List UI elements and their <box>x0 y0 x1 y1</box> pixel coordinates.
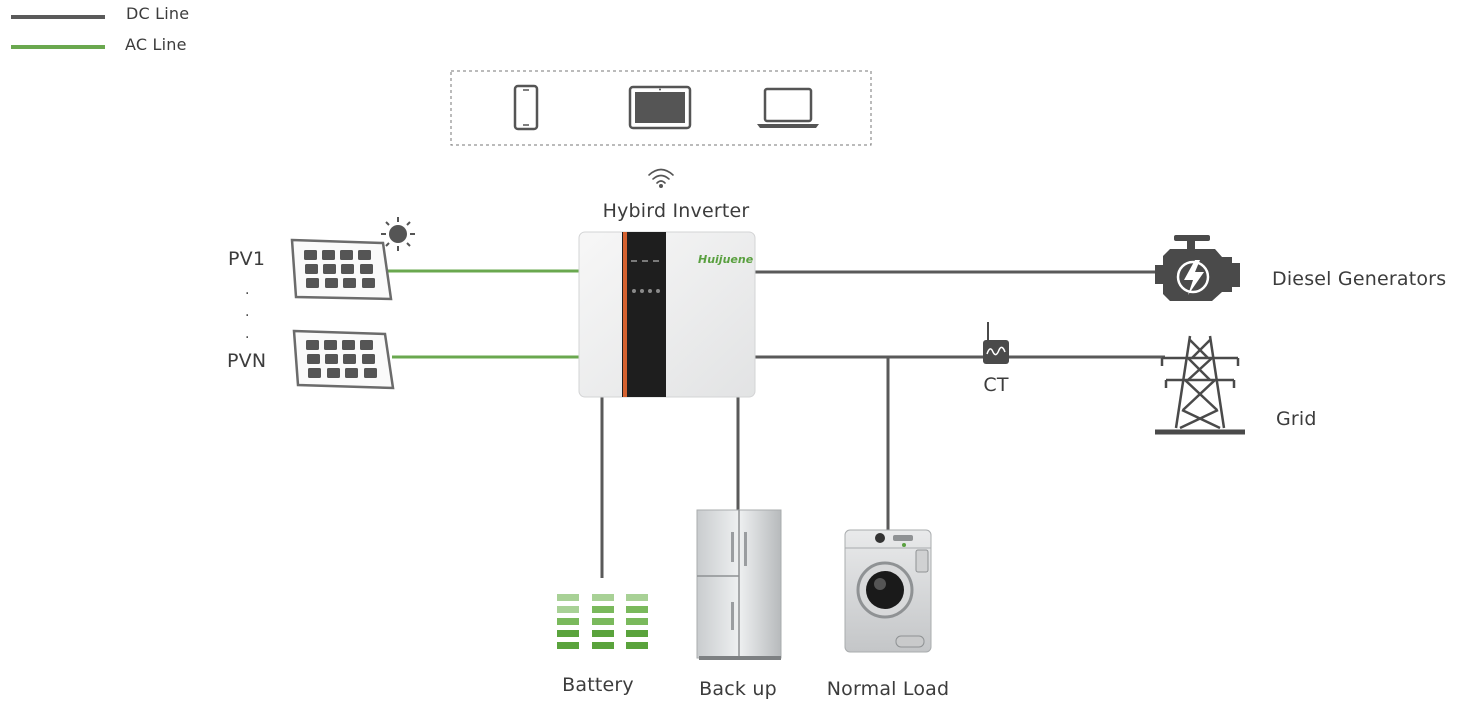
tablet-icon <box>628 85 692 130</box>
pvn-label: PVN <box>227 350 267 372</box>
washing-machine-icon <box>844 529 932 653</box>
pv1-solar-panel-icon <box>290 238 393 301</box>
normal-load-label: Normal Load <box>826 678 950 700</box>
pv1-label: PV1 <box>228 248 266 270</box>
laptop-icon <box>757 87 819 128</box>
wifi-icon <box>648 168 674 189</box>
ct-label: CT <box>983 374 1009 396</box>
sun-icon <box>381 217 415 251</box>
inverter-title: Hybird Inverter <box>602 200 750 222</box>
connection-lines <box>387 269 1165 578</box>
pv-ellipsis: · · · <box>245 286 250 346</box>
diesel-engine-icon <box>1155 235 1240 301</box>
battery-level-icon <box>557 594 648 649</box>
devices-box <box>450 70 872 146</box>
smartphone-icon <box>513 84 539 131</box>
grid-tower-icon <box>1155 335 1245 435</box>
inverter-brand-logo: Huijuene <box>698 253 754 266</box>
backup-label: Back up <box>699 678 777 700</box>
hybrid-inverter: Huijuene <box>578 231 756 398</box>
refrigerator-icon <box>696 509 782 660</box>
diesel-generators-label: Diesel Generators <box>1272 268 1447 290</box>
pvn-solar-panel-icon <box>292 329 395 390</box>
ct-sensor-icon <box>983 322 1009 364</box>
grid-label: Grid <box>1276 408 1317 430</box>
legend-dc-label: DC Line <box>126 4 190 23</box>
legend-ac-label: AC Line <box>125 35 187 54</box>
battery-label: Battery <box>562 674 634 696</box>
